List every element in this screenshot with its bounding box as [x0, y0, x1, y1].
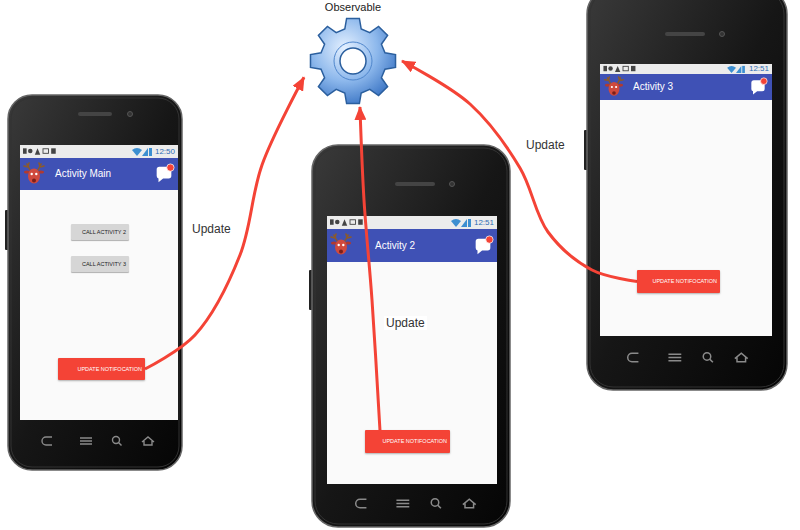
button-label: UPDATE NOTIFOCATION — [77, 366, 145, 373]
phone-two — [309, 145, 510, 527]
phone-screen: 12:51Activity 2 UPDATE NOTIFOCATION — [327, 216, 497, 484]
status-time: 12:50 — [155, 145, 178, 158]
phone-body — [8, 95, 182, 470]
phone-body — [587, 0, 787, 390]
edge-label: Update — [190, 222, 233, 236]
gear-ring — [334, 42, 372, 80]
button-label: CALL ACTIVITY 2 — [82, 229, 129, 236]
phone-main — [5, 95, 182, 470]
notification-icon — [751, 78, 767, 95]
gear-shape — [304, 1, 402, 107]
phone-screen: 12:51Activity 3 UPDATE NOTIFOCATION — [600, 64, 772, 336]
phone-screen — [600, 64, 772, 336]
nav-keys — [42, 437, 154, 446]
status-icons — [23, 148, 56, 154]
reindeer-icon — [24, 163, 44, 184]
update-arrow — [360, 107, 380, 430]
action-button: CALL ACTIVITY 2 — [71, 224, 129, 240]
notification-icon — [476, 236, 493, 254]
gear-outline — [310, 18, 395, 103]
action-button: CALL ACTIVITY 3 — [71, 256, 129, 272]
button-label: CALL ACTIVITY 3 — [82, 261, 129, 268]
edge-label: Update — [384, 316, 427, 330]
phone-screen — [327, 216, 497, 484]
phone-speaker — [395, 182, 435, 186]
action-button: UPDATE NOTIFOCATION — [58, 358, 145, 380]
signal-icons — [132, 148, 152, 156]
status-bar — [600, 64, 772, 74]
reindeer-icon — [605, 77, 623, 96]
phone-rim — [590, 0, 784, 387]
nav-keys — [628, 353, 748, 363]
status-bar — [20, 145, 178, 158]
screen-title: Activity Main — [55, 158, 111, 190]
action-button: UPDATE NOTIFOCATION — [365, 430, 450, 453]
update-arrow — [402, 61, 637, 282]
status-time: 12:51 — [474, 216, 497, 229]
screen-title: Activity 2 — [375, 229, 415, 262]
observable-gear: Observable — [304, 1, 402, 107]
phone-camera — [128, 112, 133, 117]
app-bar — [20, 158, 178, 190]
gear-heading: Observable — [304, 1, 402, 13]
notification-icon — [157, 164, 174, 182]
edge-label: Update — [524, 138, 567, 152]
phone-speaker — [78, 112, 112, 116]
app-bar — [327, 229, 497, 262]
phone-three — [584, 0, 787, 390]
signal-icons — [727, 66, 745, 73]
phone-screen — [20, 145, 178, 420]
status-time: 12:51 — [749, 64, 772, 74]
button-label: UPDATE NOTIFOCATION — [652, 278, 720, 285]
phone-body — [312, 145, 510, 527]
update-arrow — [145, 77, 304, 369]
action-button: UPDATE NOTIFOCATION — [637, 270, 720, 293]
phone-screen: 12:50Activity MainCALL ACTIVITY 2 CALL AC… — [20, 145, 178, 420]
connector-group — [145, 61, 637, 430]
signal-icons — [451, 219, 471, 227]
status-icons — [330, 219, 363, 225]
screen-title: Activity 3 — [633, 74, 673, 100]
phone-camera — [720, 32, 725, 37]
phone-rim — [11, 98, 179, 467]
app-bar — [600, 74, 772, 100]
phone-rim — [315, 148, 507, 524]
phone-speaker — [665, 32, 705, 36]
status-bar — [327, 216, 497, 229]
button-label: UPDATE NOTIFOCATION — [382, 438, 450, 445]
status-icons — [603, 66, 635, 72]
phone-camera — [450, 182, 455, 187]
reindeer-icon — [331, 234, 351, 255]
nav-keys — [356, 499, 476, 509]
